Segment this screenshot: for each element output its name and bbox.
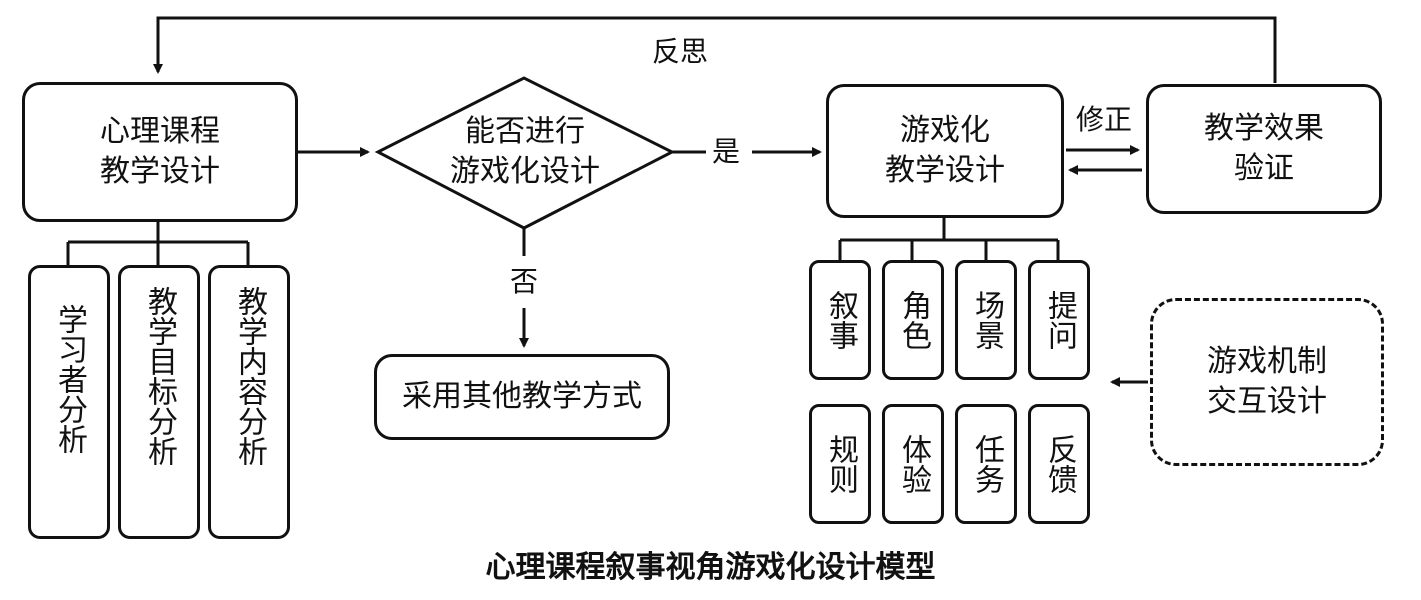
element-scene-box: 场景 [955, 260, 1017, 380]
analysis-objective-box: 教学目标分析 [118, 265, 200, 539]
element-character-text: 角色 [896, 290, 931, 350]
analysis-learner-box: 学习者分析 [28, 265, 110, 539]
decision-label: 能否进行 游戏化设计 [450, 114, 600, 189]
element-feedback-box: 反馈 [1028, 404, 1090, 524]
edge-label-reflect: 反思 [652, 35, 709, 68]
other-methods-box: 采用其他教学方式 [374, 354, 670, 440]
analysis-learner-text: 学习者分析 [52, 304, 87, 454]
element-narrative-text: 叙事 [823, 290, 858, 350]
element-experience-text: 体验 [896, 434, 931, 494]
decision-text: 能否进行 游戏化设计 [440, 112, 610, 192]
element-feedback-text: 反馈 [1042, 434, 1077, 494]
element-narrative-box: 叙事 [809, 260, 871, 380]
effect-verify-box: 教学效果 验证 [1146, 84, 1382, 214]
analysis-content-text: 教学内容分析 [232, 286, 267, 466]
other-methods-text: 采用其他教学方式 [402, 379, 642, 414]
element-character-box: 角色 [882, 260, 944, 380]
element-scene-text: 场景 [969, 290, 1004, 350]
course-design-box: 心理课程 教学设计 [22, 82, 298, 222]
reflect-loop-line [153, 16, 1277, 83]
element-rules-text: 规则 [823, 434, 858, 494]
element-question-text: 提问 [1042, 290, 1077, 350]
analysis-objective-text: 教学目标分析 [142, 286, 177, 466]
element-experience-box: 体验 [882, 404, 944, 524]
element-task-box: 任务 [955, 404, 1017, 524]
course-design-text: 心理课程 教学设计 [100, 114, 220, 189]
mechanism-box: 游戏机制 交互设计 [1150, 298, 1384, 466]
analysis-content-box: 教学内容分析 [208, 265, 290, 539]
element-task-text: 任务 [969, 434, 1004, 494]
gamified-design-text: 游戏化 教学设计 [885, 113, 1005, 188]
element-question-box: 提问 [1028, 260, 1090, 380]
element-rules-box: 规则 [809, 404, 871, 524]
edge-label-no: 否 [510, 265, 539, 298]
mechanism-text: 游戏机制 交互设计 [1207, 344, 1327, 419]
gamified-design-box: 游戏化 教学设计 [826, 84, 1064, 218]
edge-label-revise: 修正 [1076, 103, 1133, 136]
effect-verify-text: 教学效果 验证 [1204, 111, 1324, 186]
edge-label-yes: 是 [712, 135, 741, 168]
diagram-title: 心理课程叙事视角游戏化设计模型 [485, 550, 936, 585]
